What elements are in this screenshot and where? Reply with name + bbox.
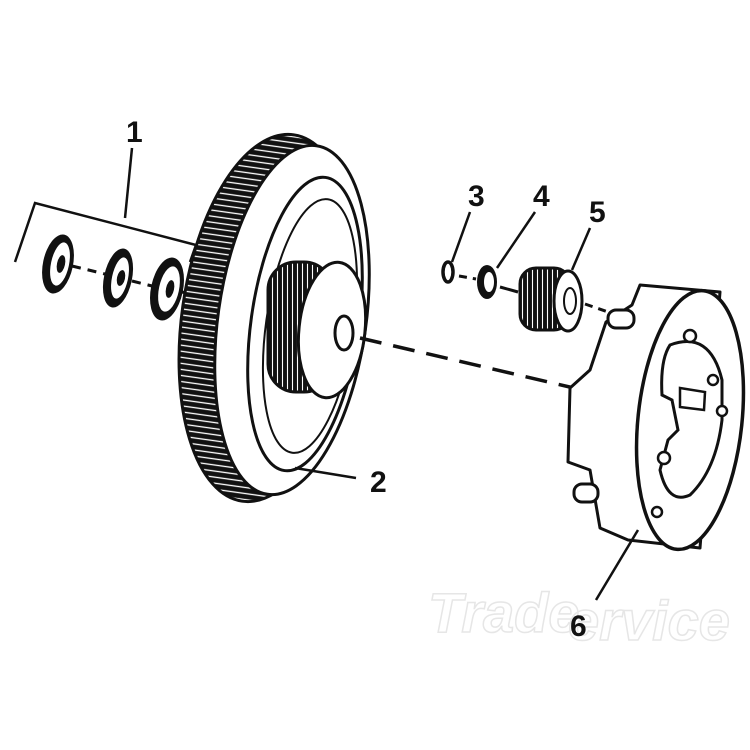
svg-text:ervice: ervice — [568, 589, 730, 652]
part-6-housing — [566, 283, 746, 601]
part-5-bearing — [499, 227, 609, 333]
leader-4 — [495, 211, 537, 269]
leader-2 — [294, 466, 357, 480]
callout-3: 3 — [468, 180, 485, 213]
part-1-washer-set — [13, 147, 201, 321]
part-2-gear — [177, 132, 371, 504]
assembly-axis — [359, 336, 575, 390]
bracket-1 — [13, 201, 198, 263]
leader-6 — [594, 529, 640, 601]
callout-6: 6 — [570, 610, 587, 643]
part-3-clip — [441, 211, 472, 284]
leader-1 — [123, 147, 134, 219]
callout-1: 1 — [126, 116, 143, 149]
part-4-washer — [458, 211, 537, 299]
callout-2: 2 — [370, 466, 387, 499]
leader-5 — [570, 227, 592, 271]
trade-service-watermark: Trade ervice — [427, 580, 730, 653]
svg-text:Trade: Trade — [428, 581, 579, 644]
callout-4: 4 — [533, 180, 550, 213]
leader-3 — [450, 211, 472, 263]
callout-5: 5 — [589, 196, 606, 229]
